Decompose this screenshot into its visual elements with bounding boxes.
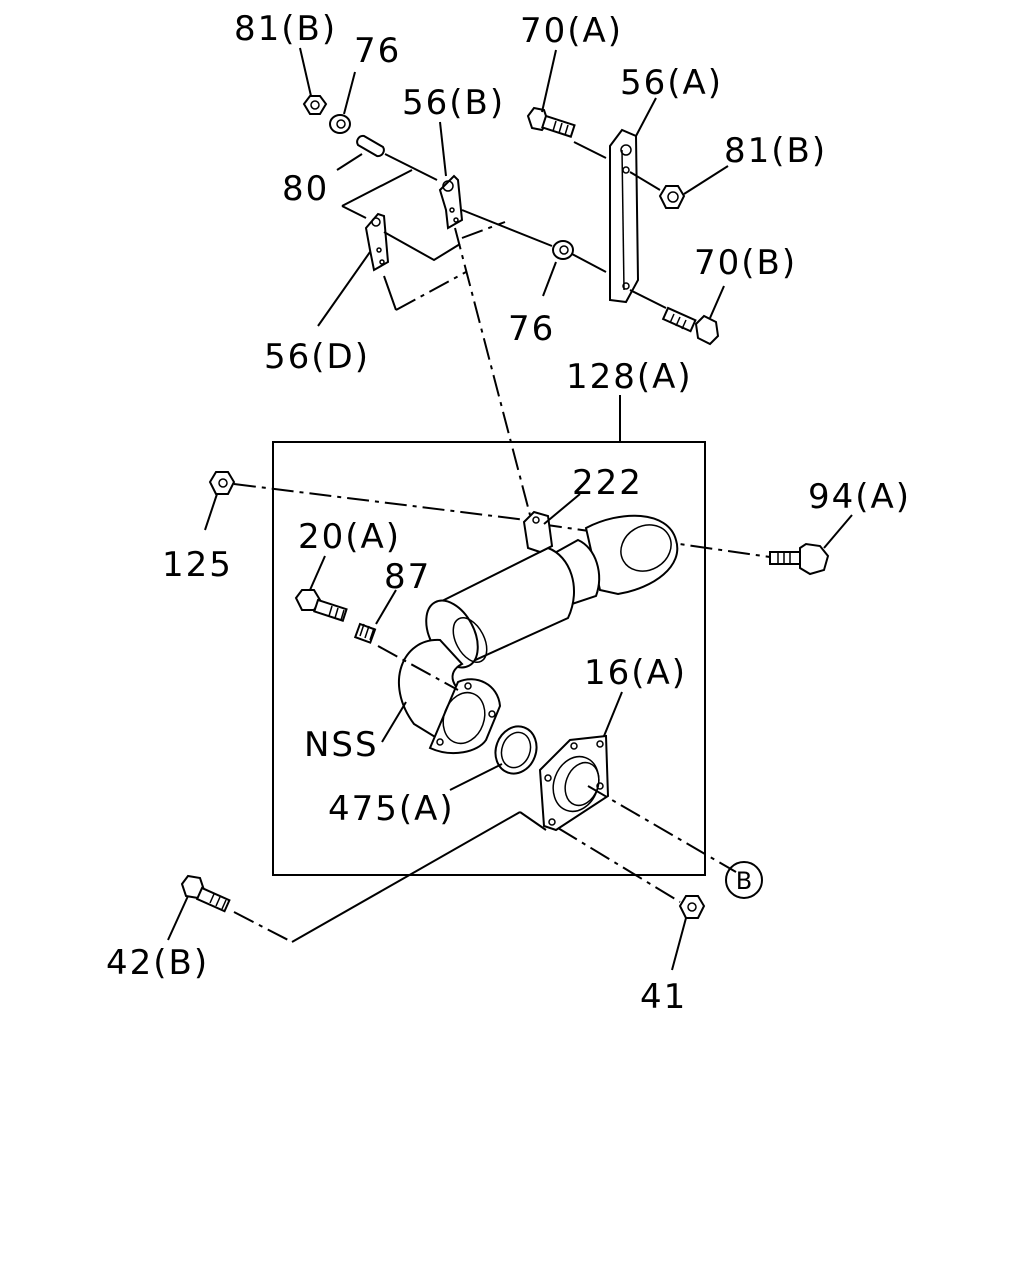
nut-81b-top-icon bbox=[302, 95, 328, 115]
reference-b-circle bbox=[725, 861, 763, 899]
reference-b-label: B bbox=[736, 867, 752, 895]
label-475a: 475(A) bbox=[328, 789, 455, 829]
label-94a: 94(A) bbox=[808, 477, 911, 517]
bracket-56a-icon bbox=[609, 128, 640, 304]
bolt-70b-icon bbox=[661, 306, 720, 346]
catalytic-converter-icon bbox=[397, 514, 679, 755]
nut-125-icon bbox=[208, 471, 236, 495]
label-222: 222 bbox=[572, 463, 643, 503]
label-76-mid: 76 bbox=[508, 309, 555, 349]
label-81b-top: 81(B) bbox=[234, 9, 337, 49]
bolt-94a-icon bbox=[769, 542, 830, 576]
bolt-42b-icon bbox=[180, 874, 231, 913]
washer-76-top-icon bbox=[329, 114, 351, 134]
washer-76-mid-icon bbox=[552, 240, 574, 260]
label-70a: 70(A) bbox=[520, 11, 623, 51]
assembly-box-128a bbox=[272, 441, 706, 876]
bracket-222-icon bbox=[522, 510, 554, 554]
label-81b-right: 81(B) bbox=[724, 131, 827, 171]
label-56b: 56(B) bbox=[402, 83, 505, 123]
label-56a: 56(A) bbox=[620, 63, 723, 103]
pin-80-icon bbox=[356, 134, 385, 158]
nut-41-icon bbox=[678, 895, 706, 919]
label-76-top: 76 bbox=[354, 31, 401, 71]
ring-gasket-475a-icon bbox=[494, 725, 538, 775]
label-16a: 16(A) bbox=[584, 653, 687, 693]
bracket-56d-icon bbox=[364, 212, 390, 272]
stud-87-icon bbox=[353, 622, 377, 644]
label-128a: 128(A) bbox=[566, 357, 693, 397]
label-41: 41 bbox=[640, 977, 687, 1017]
label-42b: 42(B) bbox=[106, 943, 209, 983]
label-125: 125 bbox=[162, 545, 233, 585]
label-80: 80 bbox=[282, 169, 329, 209]
bolt-20a-icon bbox=[294, 589, 348, 622]
bracket-56b-icon bbox=[438, 174, 464, 230]
nut-81b-right-icon bbox=[658, 185, 686, 209]
label-20a: 20(A) bbox=[298, 517, 401, 557]
bolt-70a-icon bbox=[526, 106, 576, 138]
label-56d: 56(D) bbox=[264, 337, 370, 377]
label-87: 87 bbox=[384, 557, 431, 597]
label-nss: NSS bbox=[304, 725, 379, 765]
label-70b: 70(B) bbox=[694, 243, 797, 283]
exhaust-flange-16a-icon bbox=[538, 734, 610, 832]
